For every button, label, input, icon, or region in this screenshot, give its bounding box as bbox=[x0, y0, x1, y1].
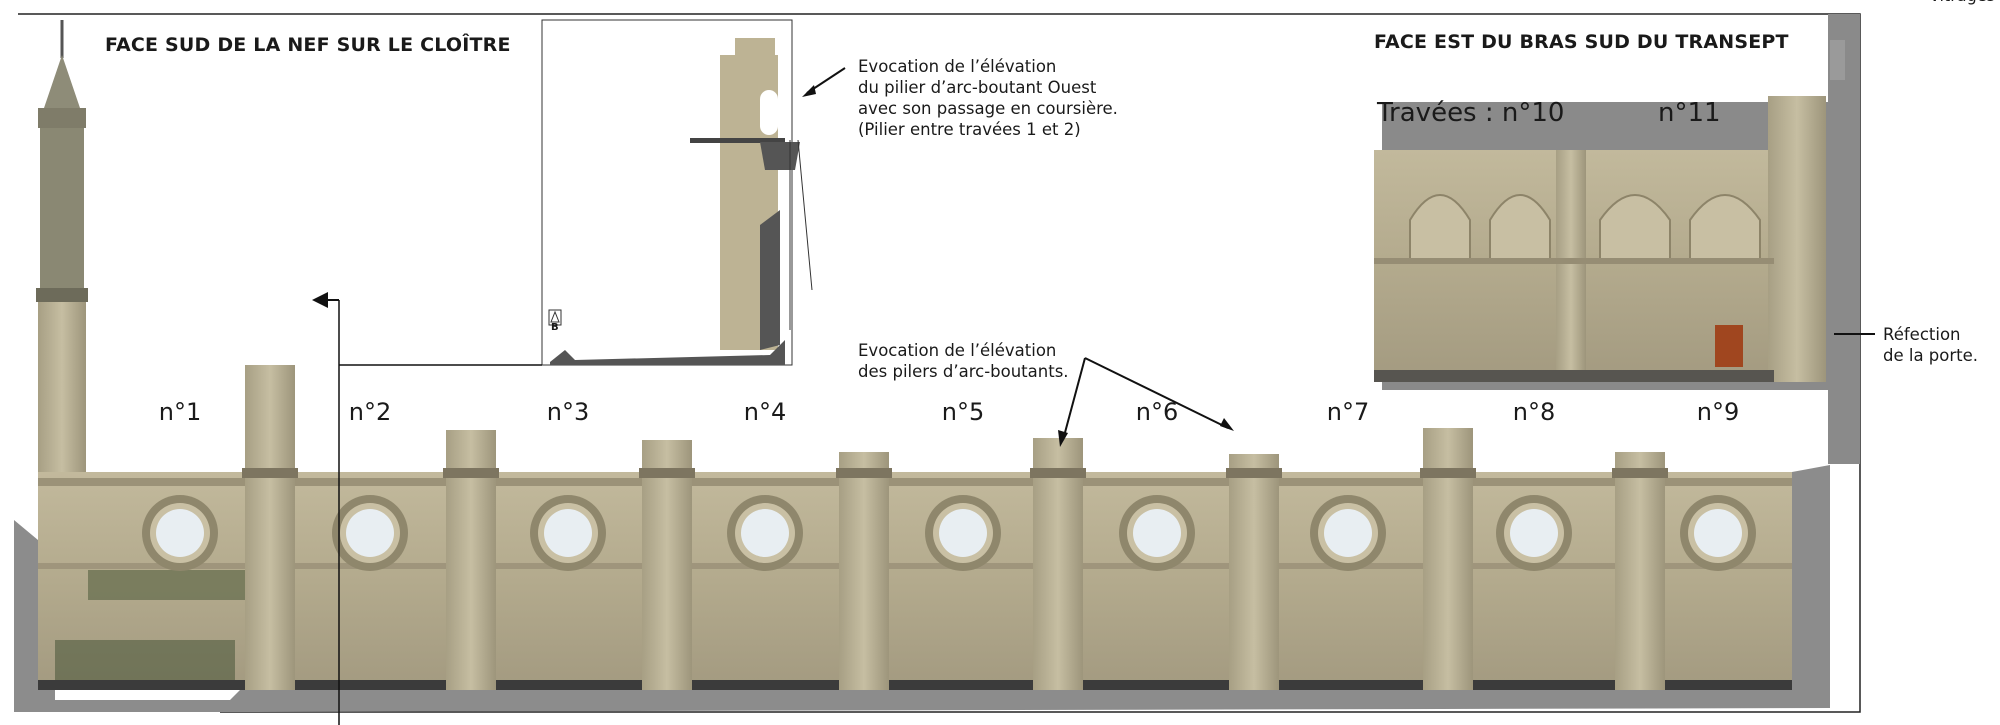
nave-wall bbox=[38, 472, 1792, 690]
buttress-pier bbox=[839, 452, 889, 690]
bay-label: n°6 bbox=[1135, 398, 1179, 426]
oculus-window bbox=[741, 509, 789, 557]
buttress-pier bbox=[642, 440, 692, 690]
buttress-pier bbox=[1033, 438, 1083, 690]
bay-label: n°4 bbox=[743, 398, 787, 426]
bay-label: n°3 bbox=[546, 398, 590, 426]
south-face-title: FACE SUD DE LA NEF SUR LE CLOÎTRE bbox=[105, 34, 511, 56]
oculus-window bbox=[156, 509, 204, 557]
oculus-window bbox=[1694, 509, 1742, 557]
inset-annotation: Evocation de l’élévation du pilier d’arc… bbox=[858, 57, 1118, 139]
bay-label: n°2 bbox=[348, 398, 392, 426]
corner-text: vitrages bbox=[1930, 0, 1995, 5]
corner-grey bbox=[1830, 40, 1845, 80]
buttress-pier bbox=[245, 365, 295, 690]
piers-annotation: Evocation de l’élévation des pilers d’ar… bbox=[858, 341, 1069, 381]
oculus-window bbox=[1510, 509, 1558, 557]
buttress-pier bbox=[1423, 428, 1473, 690]
bay-label: n°7 bbox=[1326, 398, 1370, 426]
oculus-window bbox=[1324, 509, 1372, 557]
door-annotation: Réfection de la porte. bbox=[1883, 325, 1979, 365]
bay-label-11: n°11 bbox=[1658, 98, 1721, 128]
bay-label: n°8 bbox=[1512, 398, 1556, 426]
bell-tower bbox=[36, 20, 88, 472]
oculus-window bbox=[346, 509, 394, 557]
oculus-window bbox=[939, 509, 987, 557]
buttress-pier bbox=[1229, 454, 1279, 690]
inset-marker: B bbox=[551, 322, 559, 333]
section-arrow bbox=[312, 292, 328, 308]
bay-label: n°5 bbox=[941, 398, 985, 426]
bays-label-10: Travées : n°10 bbox=[1377, 98, 1565, 128]
transept-elevation bbox=[1374, 96, 1826, 382]
bay-label: n°1 bbox=[158, 398, 202, 426]
door bbox=[1715, 325, 1743, 367]
oculus-window bbox=[544, 509, 592, 557]
oculus-window bbox=[1133, 509, 1181, 557]
buttress-pier bbox=[1615, 452, 1665, 690]
inset-pier-section bbox=[548, 38, 813, 365]
east-face-title: FACE EST DU BRAS SUD DU TRANSEPT bbox=[1374, 31, 1789, 53]
bay-label: n°9 bbox=[1696, 398, 1740, 426]
